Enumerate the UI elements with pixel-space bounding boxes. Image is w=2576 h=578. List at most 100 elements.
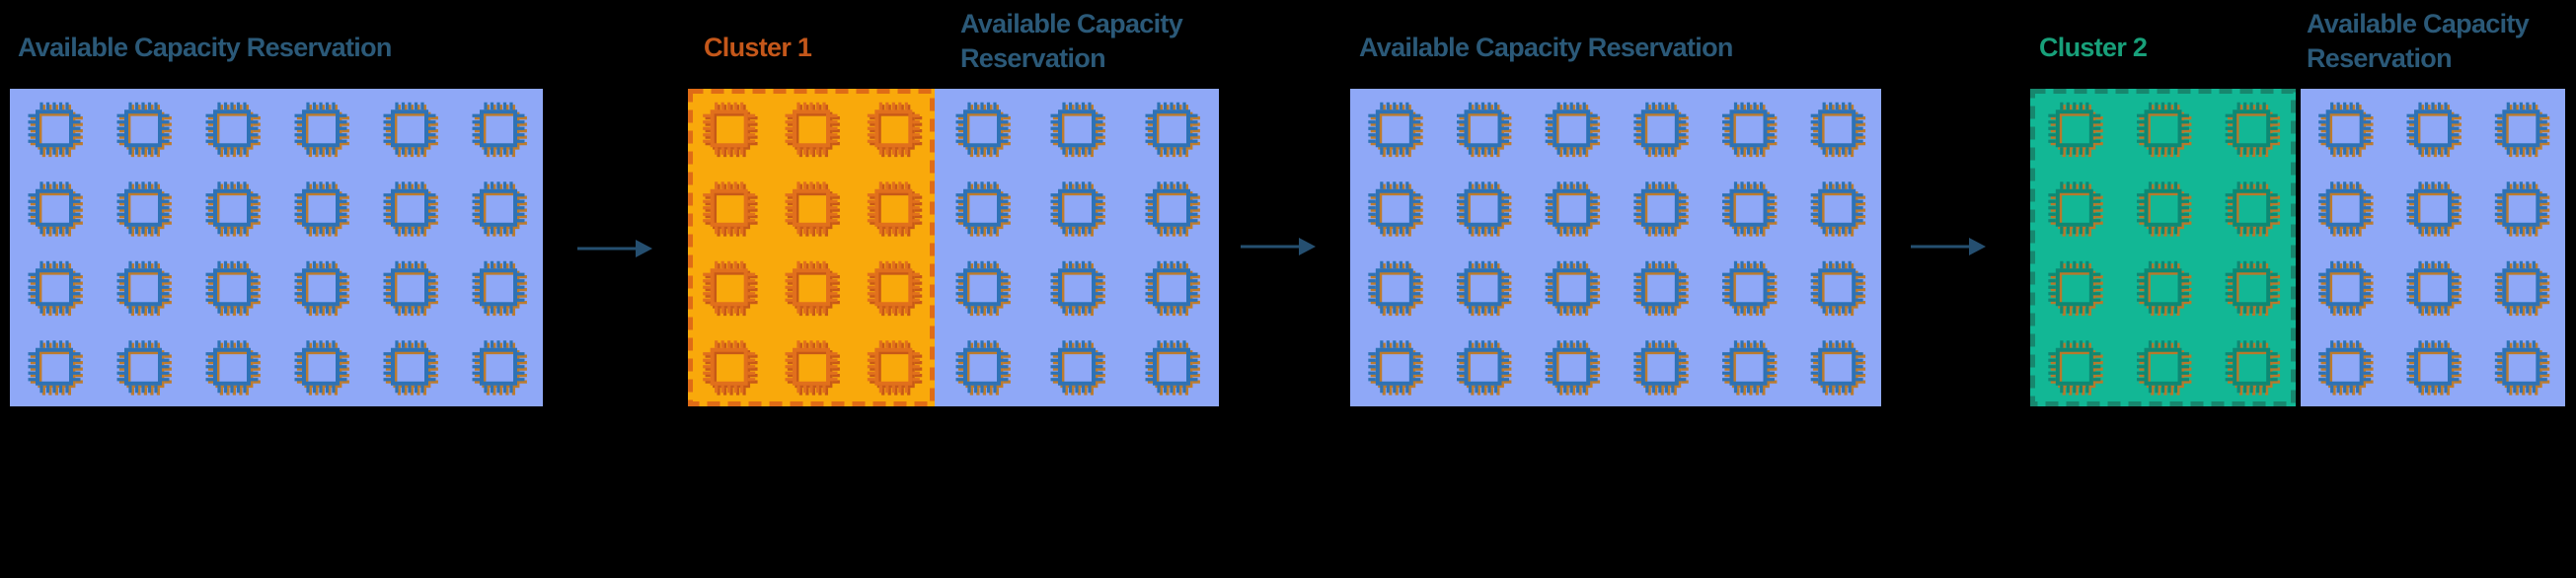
cpu-chip-icon (865, 338, 925, 397)
cpu-chip-icon (1631, 258, 1691, 319)
cpu-chip-icon (470, 338, 529, 397)
cpu-chip-icon (292, 100, 351, 160)
flow-arrow-3-icon (1911, 238, 1986, 255)
cpu-chip-icon (1366, 258, 1425, 319)
cpu-chip-icon (203, 258, 263, 319)
cpu-chip-icon (2046, 338, 2105, 397)
cpu-chip-icon (1143, 338, 1202, 397)
cpu-chip-icon (1808, 258, 1868, 319)
cpu-chip-icon (2492, 100, 2552, 160)
cpu-chip-icon (1631, 180, 1691, 239)
cpu-chip-icon (953, 258, 1013, 319)
cpu-chip-icon (26, 100, 85, 160)
reservation-panel-4 (2301, 89, 2565, 406)
cpu-chip-icon (701, 180, 760, 239)
cpu-chip-icon (1366, 338, 1425, 397)
cpu-chip-icon (2316, 100, 2376, 160)
cpu-chip-icon (783, 180, 842, 239)
cpu-chip-icon (381, 100, 440, 160)
cpu-chip-icon (203, 180, 263, 239)
cluster-1-panel (688, 89, 935, 406)
title-reservation-3: Available Capacity Reservation (1359, 31, 1733, 65)
cpu-chip-icon (1631, 100, 1691, 160)
cpu-chip-icon (1048, 100, 1107, 160)
flow-arrow-2-icon (1241, 238, 1316, 255)
flow-arrow-1-icon (577, 240, 652, 257)
cpu-chip-icon (381, 258, 440, 319)
cpu-chip-icon (114, 258, 174, 319)
cpu-chip-icon (470, 100, 529, 160)
cpu-chip-icon (1720, 100, 1780, 160)
diagram-title-line: Available Capacity (960, 9, 1183, 38)
cpu-chip-icon (2135, 180, 2194, 239)
cpu-chip-icon (2223, 180, 2283, 239)
cpu-chip-icon (701, 100, 760, 160)
cpu-chip-icon (2223, 258, 2283, 319)
cpu-chip-icon (114, 100, 174, 160)
chip-grid (26, 100, 529, 397)
cpu-chip-icon (2404, 100, 2463, 160)
chip-grid (2316, 100, 2552, 397)
cpu-chip-icon (1143, 258, 1202, 319)
cpu-chip-icon (701, 258, 760, 319)
cpu-chip-icon (1631, 338, 1691, 397)
cpu-chip-icon (26, 338, 85, 397)
cpu-chip-icon (1720, 258, 1780, 319)
cpu-chip-icon (203, 338, 263, 397)
cpu-chip-icon (1455, 100, 1514, 160)
chip-grid (953, 100, 1202, 397)
chip-grid (1366, 100, 1868, 397)
cpu-chip-icon (701, 338, 760, 397)
cpu-chip-icon (783, 338, 842, 397)
cpu-chip-icon (292, 338, 351, 397)
diagram-title-line: Available Capacity (2307, 9, 2530, 38)
cpu-chip-icon (470, 180, 529, 239)
cpu-chip-icon (783, 100, 842, 160)
cpu-chip-icon (1543, 180, 1603, 239)
title-cluster-2: Cluster 2 (2039, 31, 2148, 65)
cpu-chip-icon (1720, 180, 1780, 239)
reservation-panel-1 (10, 89, 543, 406)
cpu-chip-icon (2492, 180, 2552, 239)
cpu-chip-icon (1048, 258, 1107, 319)
cpu-chip-icon (114, 338, 174, 397)
cpu-chip-icon (203, 100, 263, 160)
diagram-title-line: Available Capacity Reservation (1359, 33, 1733, 62)
cpu-chip-icon (865, 180, 925, 239)
cpu-chip-icon (1048, 180, 1107, 239)
cpu-chip-icon (26, 180, 85, 239)
cpu-chip-icon (1366, 180, 1425, 239)
cpu-chip-icon (2223, 338, 2283, 397)
reservation-panel-3 (1350, 89, 1881, 406)
cpu-chip-icon (2316, 258, 2376, 319)
cpu-chip-icon (2046, 180, 2105, 239)
cpu-chip-icon (1048, 338, 1107, 397)
cpu-chip-icon (865, 100, 925, 160)
cluster-2-panel (2030, 89, 2296, 406)
diagram-title-line: Cluster 1 (704, 33, 812, 62)
cpu-chip-icon (783, 258, 842, 319)
cpu-chip-icon (2046, 100, 2105, 160)
title-cluster-1: Cluster 1 (704, 31, 812, 65)
reservation-panel-2 (935, 89, 1219, 406)
cpu-chip-icon (1543, 100, 1603, 160)
diagram-title-line: Available Capacity Reservation (18, 33, 392, 62)
chip-grid (2030, 89, 2296, 406)
cpu-chip-icon (2135, 258, 2194, 319)
cpu-chip-icon (1366, 100, 1425, 160)
diagram-title-line: Reservation (960, 43, 1106, 73)
cpu-chip-icon (2316, 338, 2376, 397)
cpu-chip-icon (2492, 258, 2552, 319)
cpu-chip-icon (2492, 338, 2552, 397)
cpu-chip-icon (1143, 180, 1202, 239)
cpu-chip-icon (1808, 338, 1868, 397)
cpu-chip-icon (292, 180, 351, 239)
cpu-chip-icon (2223, 100, 2283, 160)
cpu-chip-icon (1143, 100, 1202, 160)
diagram-title-line: Reservation (2307, 43, 2453, 73)
cpu-chip-icon (1543, 258, 1603, 319)
cpu-chip-icon (26, 258, 85, 319)
